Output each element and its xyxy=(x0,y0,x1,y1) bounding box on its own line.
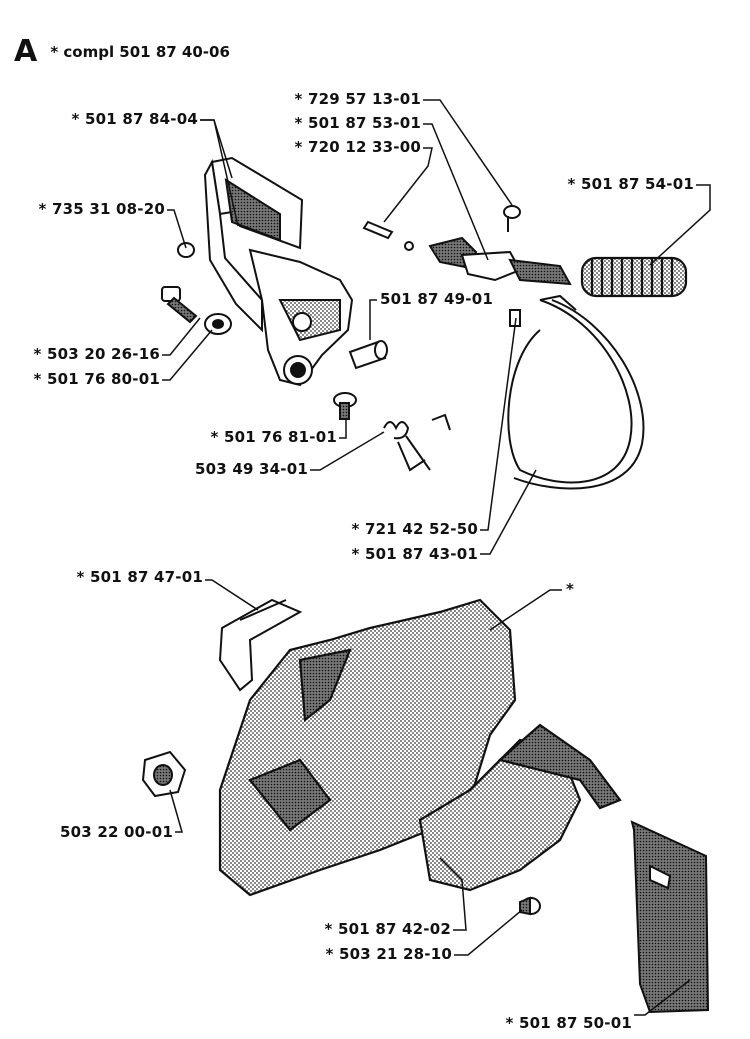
part-label-asterisk: * xyxy=(566,580,575,598)
brake-lever-part xyxy=(362,205,572,286)
leader-lines xyxy=(162,99,711,1016)
brake-band-part xyxy=(507,294,645,490)
part-label-503-49-34-01: 503 49 34-01 xyxy=(194,460,308,478)
part-label-503-20-26-16: * 503 20 26-16 xyxy=(33,345,160,363)
part-label-501-87-84-04: * 501 87 84-04 xyxy=(71,110,198,128)
brake-handle-part xyxy=(203,156,354,387)
part-label-501-87-49-01: 501 87 49-01 xyxy=(380,290,494,308)
part-label-503-22-00-01: 503 22 00-01 xyxy=(59,823,173,841)
washer-part xyxy=(204,313,232,335)
pin-part xyxy=(348,340,388,370)
nut-part xyxy=(177,242,195,258)
part-label-501-76-81-01: * 501 76 81-01 xyxy=(210,428,337,446)
part-label-735-31-08-20: * 735 31 08-20 xyxy=(38,200,165,218)
part-label-501-87-50-01: * 501 87 50-01 xyxy=(505,1014,632,1032)
section-letter: A xyxy=(14,34,38,69)
screw-part xyxy=(519,896,541,916)
clutch-cover-housing xyxy=(218,598,622,897)
assembly-header: A * compl 501 87 40-06 xyxy=(14,34,230,69)
coil-spring-part xyxy=(580,256,688,298)
clip-part xyxy=(218,598,303,692)
part-label-501-87-43-01: * 501 87 43-01 xyxy=(351,545,478,563)
part-label-501-87-42-02: * 501 87 42-02 xyxy=(324,920,451,938)
bolt-part xyxy=(161,286,198,324)
flange-nut-part xyxy=(141,750,187,798)
cover-plate-part xyxy=(630,820,710,1014)
part-label-721-42-52-50: * 721 42 52-50 xyxy=(351,520,478,538)
part-label-501-87-54-01: * 501 87 54-01 xyxy=(567,175,694,193)
shoulder-screw-part xyxy=(333,392,357,420)
part-label-720-12-33-00: * 720 12 33-00 xyxy=(294,138,421,156)
part-label-501-87-53-01: * 501 87 53-01 xyxy=(294,114,421,132)
part-label-729-57-13-01: * 729 57 13-01 xyxy=(294,90,421,108)
part-label-501-76-80-01: * 501 76 80-01 xyxy=(33,370,160,388)
spring-part xyxy=(383,413,451,472)
assembly-part-number: * compl 501 87 40-06 xyxy=(50,42,230,61)
part-label-501-87-47-01: * 501 87 47-01 xyxy=(76,568,203,586)
part-label-503-21-28-10: * 503 21 28-10 xyxy=(325,945,452,963)
